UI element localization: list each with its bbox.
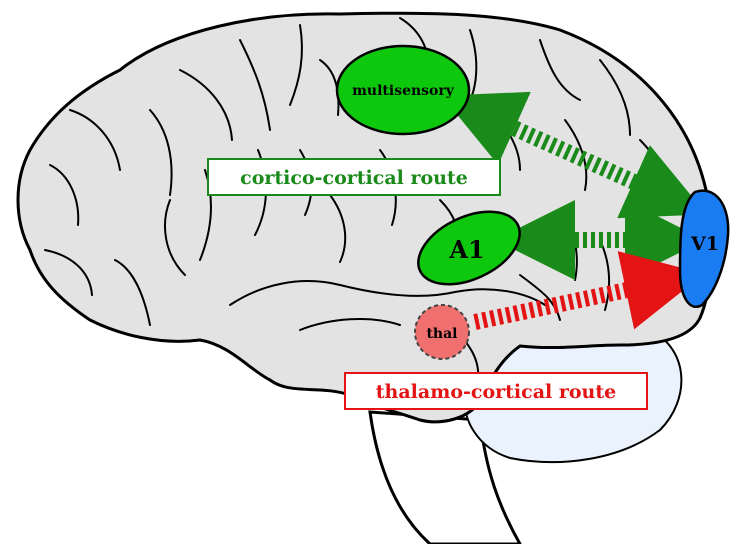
cortico-cortical-label: cortico-cortical route (240, 167, 468, 189)
v1-label: V1 (690, 233, 719, 255)
a1-label: A1 (448, 235, 484, 264)
multisensory-label: multisensory (352, 83, 455, 99)
thalamus-label: thal (426, 326, 457, 342)
thalamo-cortical-label: thalamo-cortical route (376, 381, 616, 403)
